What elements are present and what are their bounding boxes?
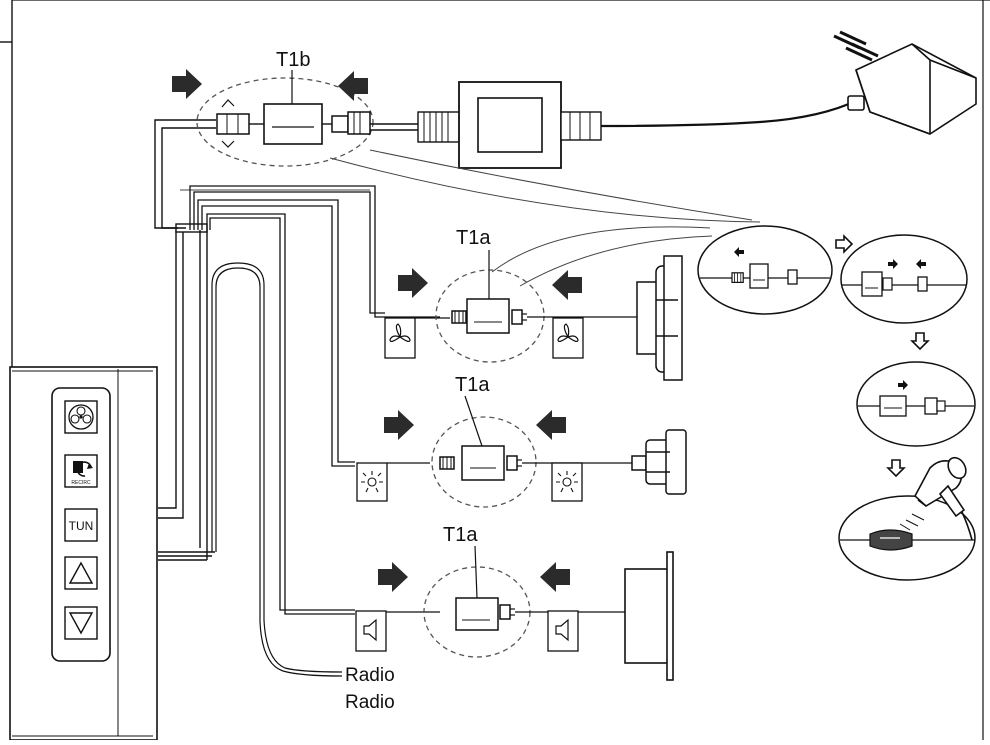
hollow-arrow-step-3-4 <box>887 459 905 477</box>
guide-lines <box>180 149 761 287</box>
hollow-arrow-step-1-2 <box>835 235 853 253</box>
t1a-fan-label: T1a <box>456 227 491 249</box>
light-tag-left-icon <box>361 471 383 493</box>
power-cable-top <box>154 119 216 229</box>
detail-step-4 <box>838 495 976 581</box>
t1a-speaker-module <box>455 597 499 631</box>
push-arrow-left-light <box>536 410 566 440</box>
recirculation-button[interactable]: RECIRC <box>64 454 98 488</box>
push-arrow-right-light <box>384 410 414 440</box>
t1a-light-module <box>461 445 505 481</box>
detail-step-1 <box>697 225 833 315</box>
t1a-speaker-label-leader <box>474 545 478 599</box>
speaker-row <box>355 551 674 681</box>
t1a-light-label: T1a <box>455 374 490 396</box>
recirculation-icon <box>73 461 93 477</box>
speaker-unit <box>624 551 674 681</box>
push-arrow-left-speaker <box>540 562 570 592</box>
speaker-tag-left <box>355 610 387 652</box>
t1b-dashed-circle <box>196 77 374 167</box>
fan-unit <box>636 255 683 381</box>
fan-button[interactable] <box>64 400 98 434</box>
t1a-light-dashed-circle <box>431 416 537 508</box>
t1b-connector-group <box>196 77 374 167</box>
fan-tag-left <box>384 317 416 359</box>
up-button[interactable] <box>64 556 98 590</box>
light-row <box>356 416 687 508</box>
t1a-fan-module <box>466 298 510 334</box>
fan-tag-right <box>552 317 584 359</box>
hair-dryer-icon <box>914 456 973 541</box>
tun-label: TUN <box>69 519 94 533</box>
radio-label-line2: Radio <box>345 692 395 713</box>
fan-icon <box>68 404 94 430</box>
push-arrow-left-t1b <box>338 71 368 101</box>
fan-tag-left-icon <box>389 323 411 343</box>
push-arrow-right-t1b <box>172 69 202 99</box>
fan-row <box>384 255 683 381</box>
push-arrow-right-fan <box>398 268 428 298</box>
radio-label-line1: Radio <box>345 665 395 686</box>
cable-duct <box>158 223 215 561</box>
radio-cable <box>211 262 343 677</box>
heat-shrink-icon <box>869 529 913 551</box>
triangle-down-icon <box>68 612 94 635</box>
detail-step-3 <box>856 361 976 447</box>
speaker-tag-right <box>547 610 579 652</box>
t1a-light-label-leader <box>464 395 483 447</box>
wire-bundle <box>189 185 440 615</box>
t1a-speaker-label: T1a <box>443 524 478 546</box>
push-arrow-left-fan <box>552 270 582 300</box>
light-unit <box>631 429 687 495</box>
tun-button[interactable]: TUN <box>64 508 98 542</box>
push-arrow-right-speaker <box>378 562 408 592</box>
wall-adapter <box>833 30 977 135</box>
t1b-module <box>263 103 323 145</box>
detail-step-2 <box>840 234 968 324</box>
transformer <box>370 81 859 169</box>
t1b-label: T1b <box>276 49 310 71</box>
speaker-tag-left-icon <box>363 618 377 642</box>
hollow-arrow-step-2-3 <box>911 332 929 350</box>
recirculation-label: RECIRC <box>71 480 91 486</box>
triangle-up-icon <box>68 561 94 584</box>
down-button[interactable] <box>64 606 98 640</box>
t1a-fan-dashed-circle <box>435 269 545 363</box>
